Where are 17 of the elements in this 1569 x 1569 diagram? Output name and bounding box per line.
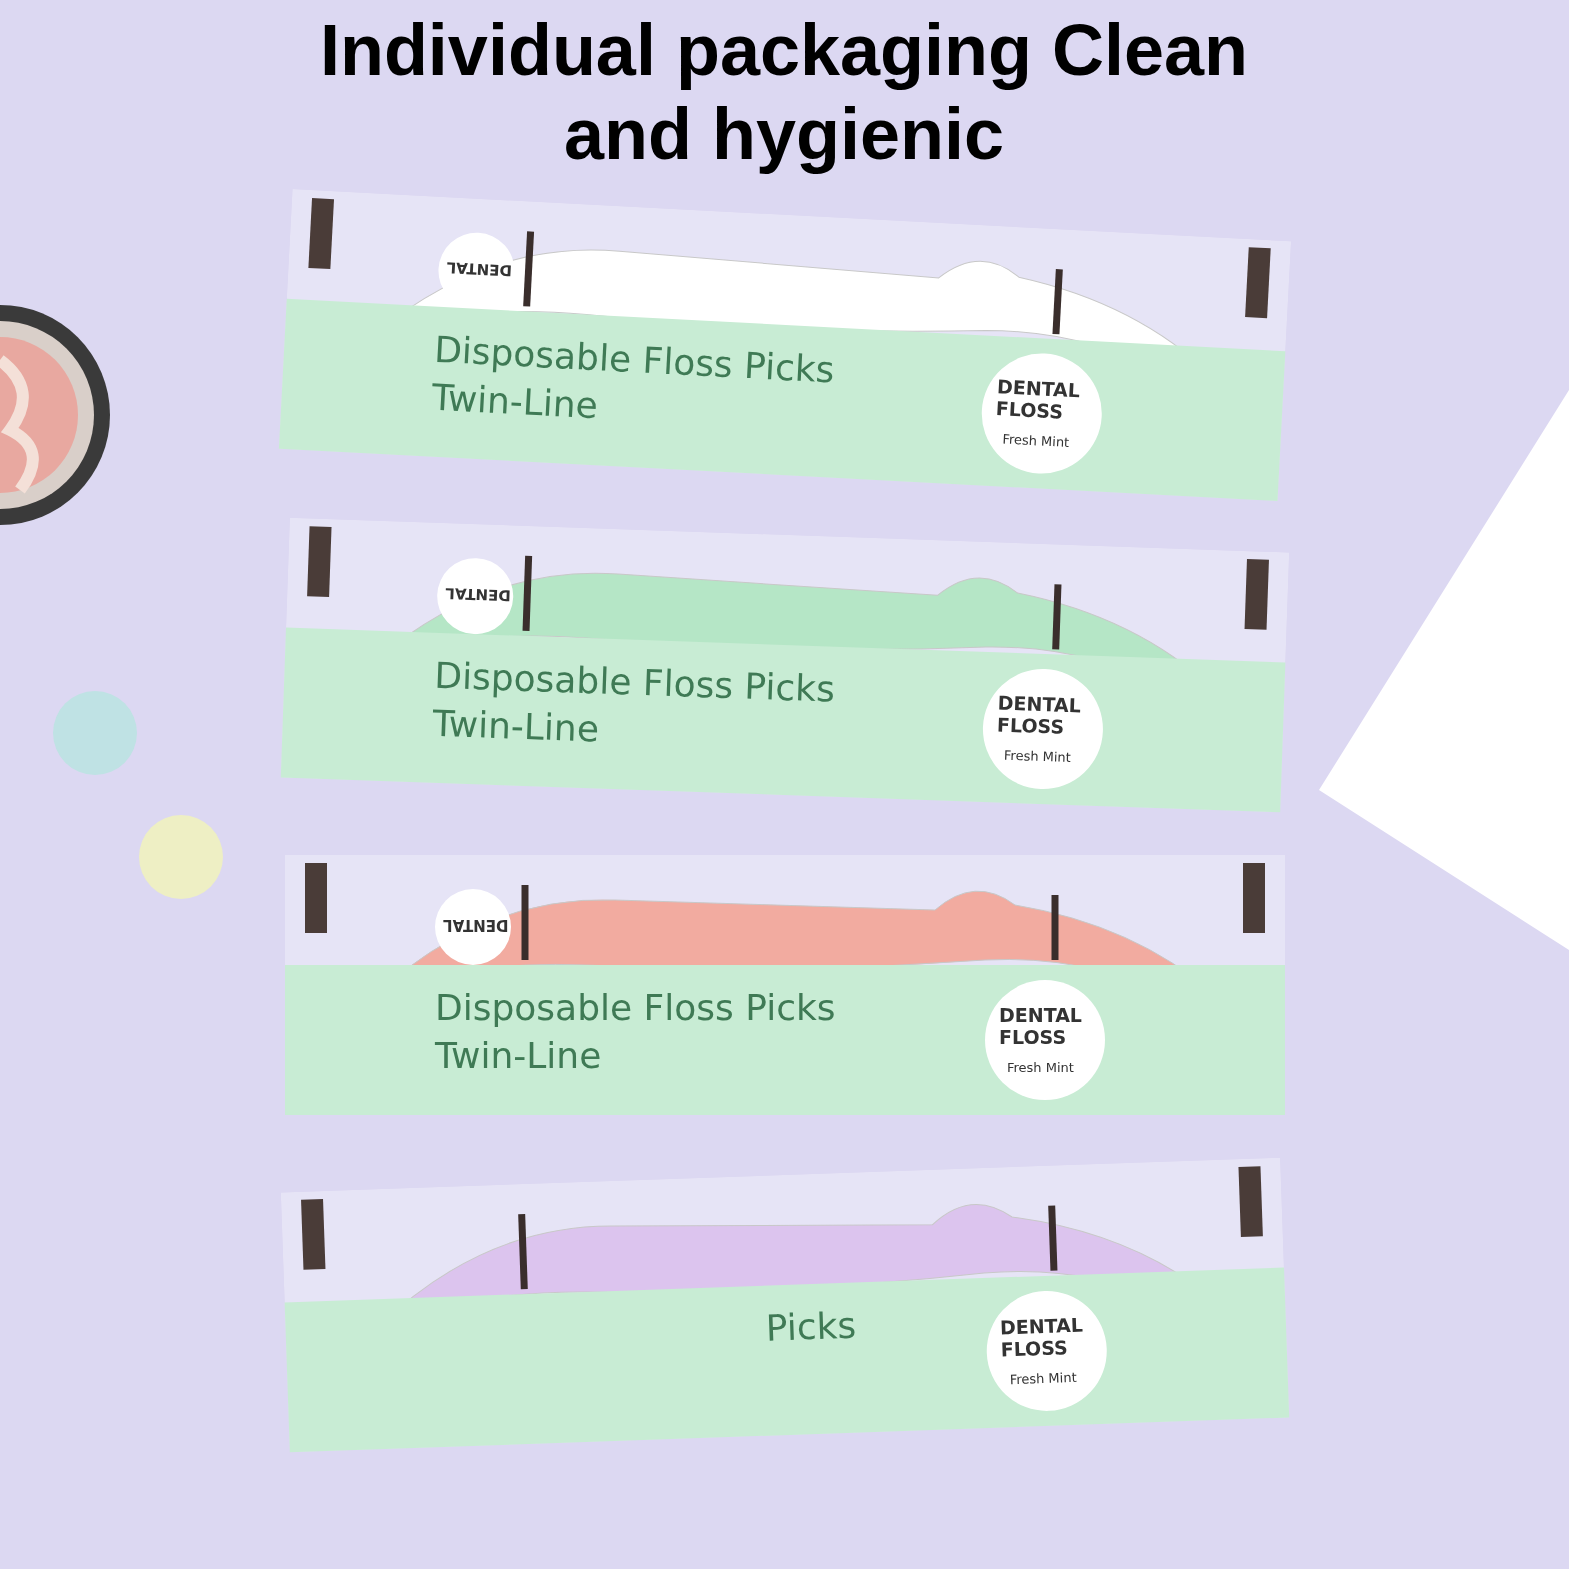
sticker-heading: DENTAL FLOSS [996,691,1083,739]
sticker-text: Fresh Mint [1009,1369,1077,1388]
sticker-heading: DENTAL FLOSS [999,1313,1085,1361]
sticker-heading: DENTAL FLOSS [999,1004,1083,1048]
sticker-text: DENTAL [446,258,513,280]
product-name: Disposable Floss Picks [435,987,836,1028]
product-line: Twin-Line [430,376,599,427]
label-band [285,965,1285,1115]
product-line: Twin-Line [435,1035,602,1076]
sticker-text: Fresh Mint [1002,431,1070,450]
sticker-text: DENTAL [445,584,512,605]
title: Individual packaging Clean and hygienic [318,9,1250,176]
sticker-text: DENTAL [443,916,509,934]
product-name: Picks [765,1304,857,1349]
sticker-text: Fresh Mint [1007,1060,1074,1075]
sticker-heading: DENTAL FLOSS [995,375,1082,424]
sticker-text: Fresh Mint [1003,747,1072,766]
